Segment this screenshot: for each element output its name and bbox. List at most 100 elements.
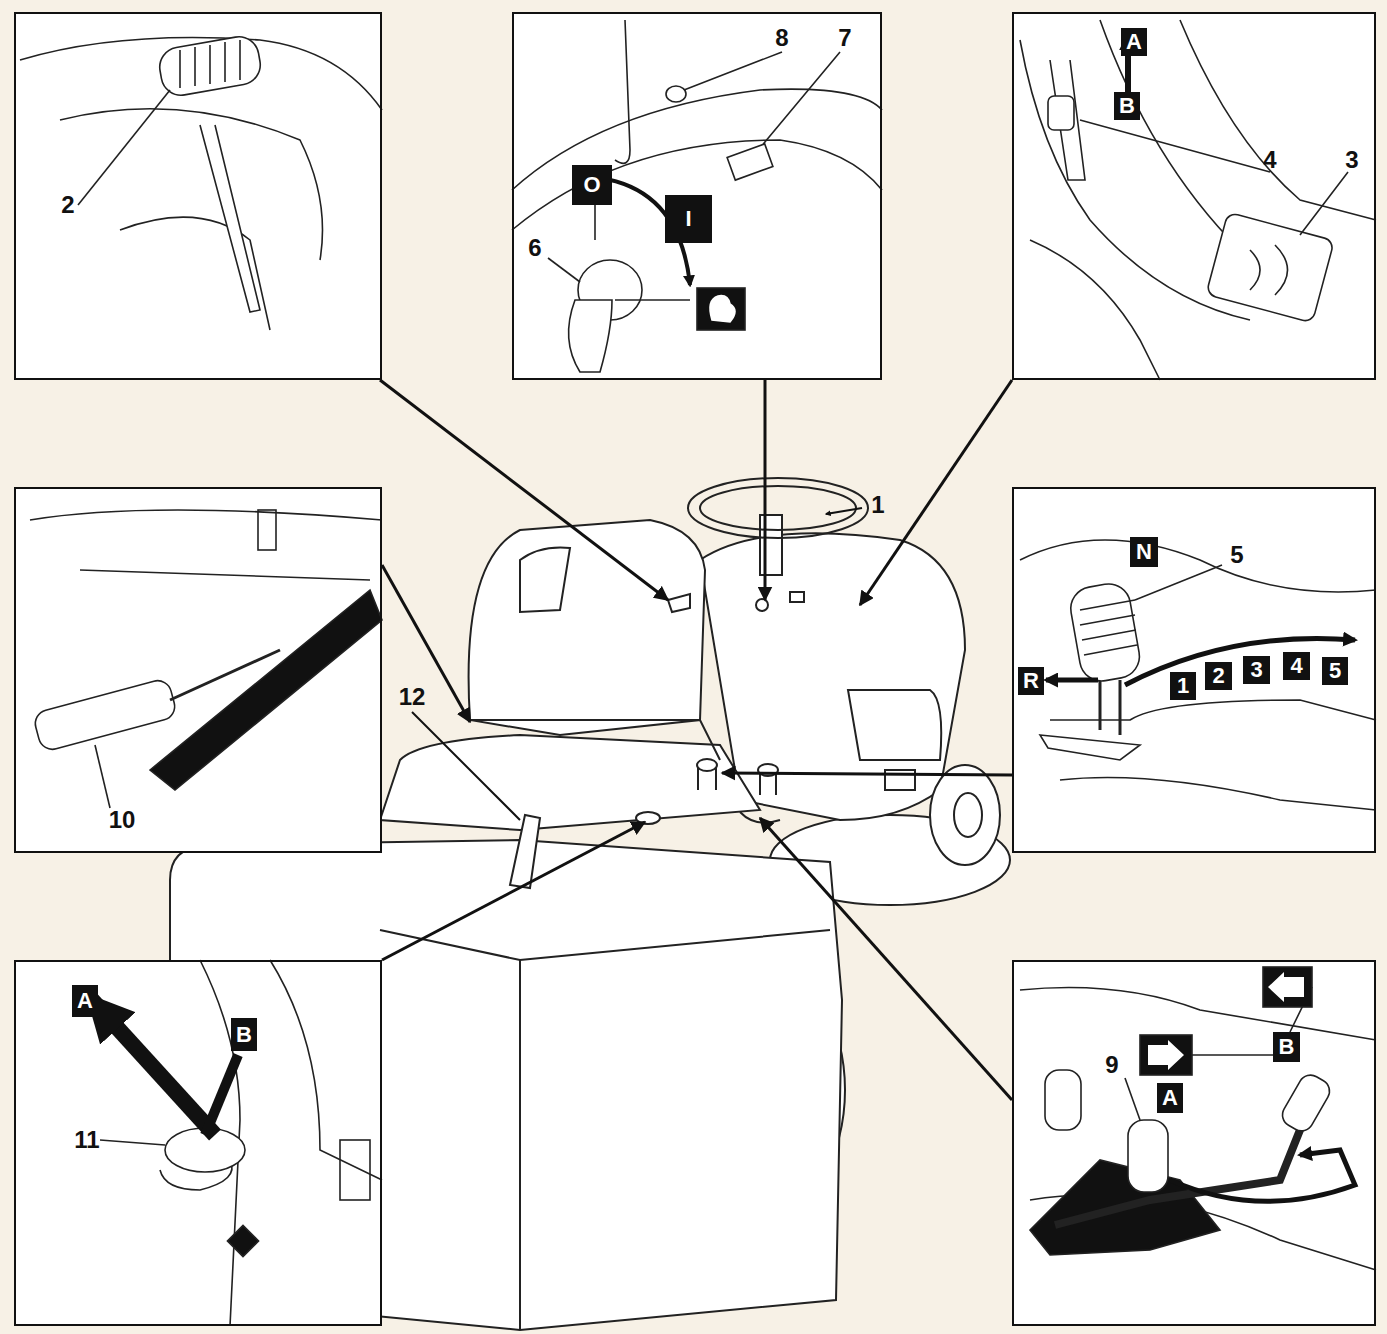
lever-gate [740, 812, 780, 823]
steering-wheel-inner [700, 486, 856, 530]
position-letter: 1 [1177, 675, 1189, 697]
key-slot [756, 599, 768, 611]
leader [1135, 565, 1222, 600]
sketch-line [1020, 988, 1376, 1041]
leader-arrow [760, 818, 1012, 1100]
callout-number: 5 [1230, 543, 1243, 567]
sketch-line [512, 89, 882, 190]
leader-arrows [380, 380, 1012, 1100]
panel-bg [14, 487, 382, 853]
height-scale [150, 590, 382, 790]
gear-knob [1067, 581, 1143, 685]
leader [548, 258, 580, 282]
bag-seam [380, 930, 830, 960]
push-mark [205, 1055, 238, 1135]
steering-column [760, 515, 782, 575]
callout-number: 4 [1263, 148, 1276, 172]
position-letter: 3 [1250, 659, 1262, 681]
sketch-line [270, 960, 382, 1180]
position-letter: B [236, 1024, 252, 1046]
callout-number: 8 [775, 26, 788, 50]
bag-symbol [227, 1225, 258, 1256]
callout-number: 6 [528, 236, 541, 260]
leader [412, 712, 520, 820]
switch [790, 592, 804, 602]
pull-arrow [92, 1000, 215, 1135]
engage-icon [1140, 1035, 1192, 1075]
leader [1125, 1078, 1140, 1120]
sketch-line [1060, 778, 1376, 811]
lever-12 [510, 815, 540, 888]
engage-arrow [1170, 1150, 1355, 1201]
letter-box: 4 [1283, 652, 1310, 680]
callout-panel: 43AB [1012, 12, 1376, 380]
position-letter: 4 [1290, 655, 1302, 677]
sketch-line [60, 109, 323, 260]
callout-panel: 9A B [1012, 960, 1376, 1326]
position-letter: O [583, 174, 600, 196]
sketch-line [615, 20, 630, 163]
leader [615, 299, 690, 301]
lever-knob-alt [1278, 1071, 1334, 1135]
disengage-icon [1263, 967, 1312, 1007]
callout-number: 9 [1105, 1053, 1118, 1077]
panel-bg [14, 12, 382, 380]
side-panel [848, 690, 941, 760]
steering-wheel [688, 478, 868, 538]
front-wheel [930, 765, 1000, 865]
start-symbol-box [697, 288, 745, 330]
panel-backgrounds [14, 12, 1376, 1326]
letter-box: B [1273, 1032, 1300, 1062]
callout-panel: 5NR12345 [1012, 487, 1376, 853]
grip-ribs [180, 40, 240, 88]
panel-sketches [20, 20, 1376, 1326]
leader-arrow [722, 773, 1012, 775]
rocker-switch [727, 144, 773, 180]
leader-arrow [764, 380, 767, 600]
leader-arrow [860, 380, 1012, 605]
callout-number: 7 [838, 26, 851, 50]
gear-gate [1040, 735, 1140, 760]
letter-box: B [231, 1018, 257, 1051]
callout-number: 2 [61, 193, 74, 217]
letter-box: 5 [1322, 657, 1348, 685]
sketch-line [30, 510, 382, 520]
position-letter: N [1136, 541, 1152, 563]
letter-box: B [1114, 92, 1140, 120]
panel-bg [1012, 487, 1376, 853]
callout-number: 10 [109, 808, 136, 832]
letter-box: O [572, 165, 612, 205]
throttle-grip [1048, 96, 1074, 130]
indicator-lamp [666, 86, 686, 102]
leader [684, 52, 840, 160]
start-symbol [710, 296, 735, 322]
position-letter: B [1119, 95, 1135, 117]
panel-bg [14, 960, 382, 1326]
callout-panel: 10 [14, 487, 382, 853]
sketch-line [1180, 20, 1376, 220]
seat-lever [668, 594, 690, 612]
letter-box: 3 [1243, 656, 1270, 684]
gear-shaft [1100, 680, 1120, 735]
lever-rod [1055, 1110, 1310, 1225]
letter-box: I [665, 195, 712, 243]
leader [594, 205, 596, 240]
seat-hole [520, 548, 570, 613]
lever-grip [32, 678, 178, 753]
reverse-arrow [1046, 678, 1098, 683]
leader [1080, 120, 1348, 235]
lever-shaft [170, 650, 280, 700]
lever-grip [157, 34, 264, 99]
seat-back [469, 520, 705, 735]
callout-number: 1 [871, 493, 884, 517]
front-hub [954, 793, 982, 837]
leader [95, 745, 110, 808]
sketch-line [1020, 540, 1376, 592]
callout-panel: 11AB [14, 960, 382, 1326]
letter-box: A [72, 985, 98, 1017]
sketch-line [1030, 240, 1160, 380]
forward-arrow [1125, 638, 1355, 685]
spring [258, 510, 276, 550]
letter-box: A [1157, 1083, 1183, 1113]
